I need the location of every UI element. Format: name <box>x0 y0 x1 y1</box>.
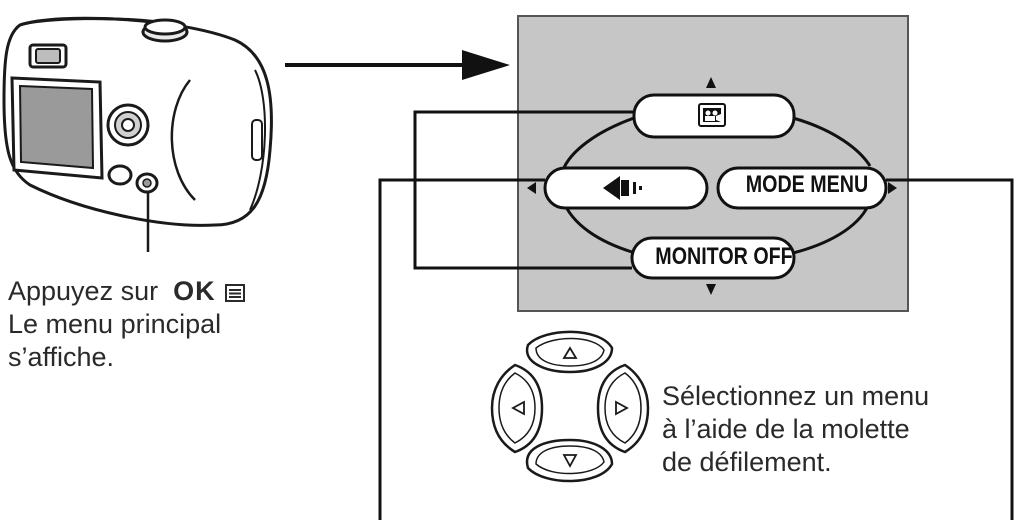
select-caption-line1: Sélectionnez un menu <box>662 381 930 411</box>
monitor-off-label: MONITOR OFF <box>655 243 793 270</box>
press-caption-line3: s’affiche. <box>8 342 115 372</box>
arrow-pad-down <box>525 438 614 483</box>
select-caption-line3: de défilement. <box>662 447 832 477</box>
leader-lines <box>378 110 1014 520</box>
menu-item-left[interactable] <box>543 166 709 210</box>
arrow-pad-up <box>525 330 614 374</box>
arrow-pad-left <box>490 363 544 454</box>
menu-screen <box>517 15 909 312</box>
left-triangle-icon <box>527 182 536 194</box>
right-triangle-icon <box>888 182 897 194</box>
camera-illustration <box>2 16 273 252</box>
monitor-off-button[interactable] <box>630 236 796 280</box>
down-triangle-icon <box>706 284 716 295</box>
press-ok-caption: Appuyez sur OK Le menu principal s’affic… <box>8 275 246 374</box>
mode-menu-label: MODE MENU <box>745 171 869 198</box>
mode-menu-button[interactable] <box>716 166 888 210</box>
menu-item-top[interactable] <box>632 93 796 139</box>
leader-line-right <box>886 178 1014 520</box>
menu-list-icon <box>225 283 246 302</box>
select-caption-line2: à l’aide de la molette <box>662 414 910 444</box>
arrow-to-screen <box>285 50 510 80</box>
arrow-pad-right <box>596 363 650 454</box>
speaker-icon <box>603 176 642 200</box>
movie-icon <box>698 103 726 127</box>
leader-line-left <box>378 178 545 520</box>
direction-triangles <box>527 77 897 295</box>
press-caption-line1: Appuyez sur OK <box>8 275 246 308</box>
leader-line-top-bottom <box>413 110 634 270</box>
press-caption-prefix: Appuyez sur <box>8 276 159 306</box>
up-triangle-icon <box>706 77 716 88</box>
select-menu-caption: Sélectionnez un menu à l’aide de la mole… <box>662 380 929 479</box>
ok-button-label: OK <box>173 276 216 306</box>
press-caption-line2: Le menu principal <box>8 309 222 339</box>
arrow-pad-illustration <box>490 330 650 483</box>
